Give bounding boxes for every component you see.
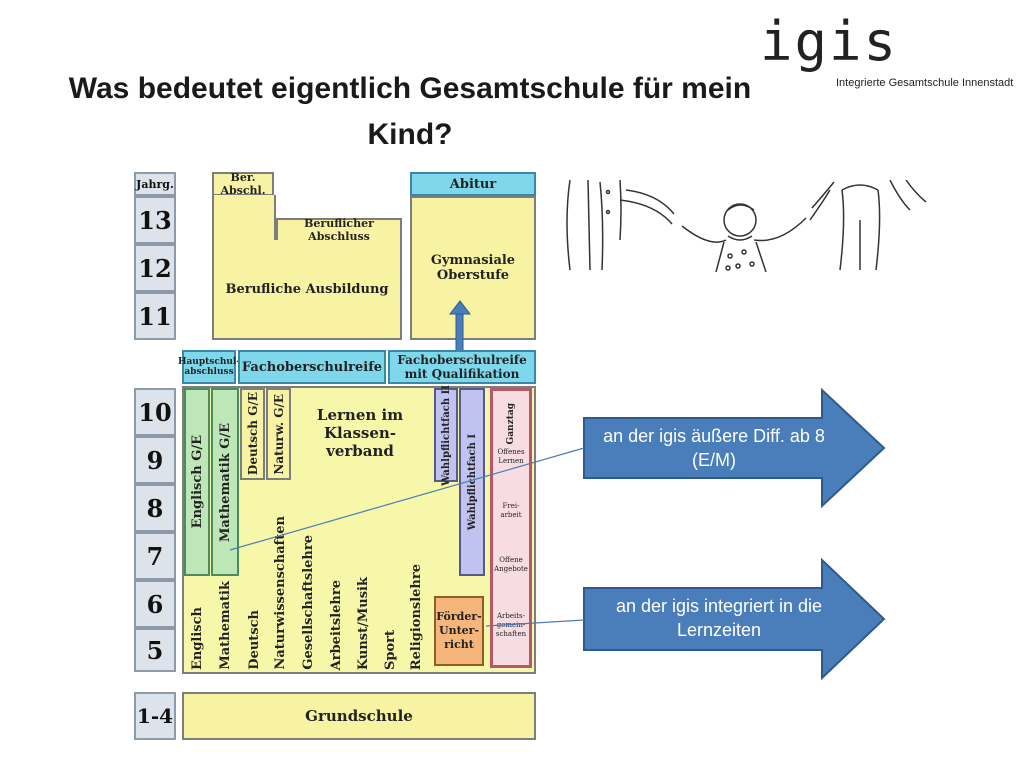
subject-sport: Sport <box>382 629 398 670</box>
callout-1-text: an der igis äußere Diff. ab 8 (E/M) <box>603 426 825 470</box>
lernen-im-klassenverband-label: Lernen im Klassen-verband <box>316 406 404 460</box>
fachoberschulreife-qualifikation-box: Fachoberschulreife mit Qualifikation <box>388 350 536 384</box>
year-5: 5 <box>134 628 176 672</box>
beruflicher-abschluss-box: Beruflicher Abschluss <box>276 217 402 243</box>
berufliche-ausbildung-upper <box>212 195 276 241</box>
subject-arbeitslehre: Arbeitslehre <box>328 579 344 670</box>
freiarbeit-label: Frei-arbeit <box>500 502 522 519</box>
hauptschulabschluss-box: Hauptschul-abschluss <box>178 350 240 384</box>
subject-gesellschaftslehre: Gesellschaftslehre <box>300 535 316 670</box>
slide-title: Was bedeutet eigentlich Gesamtschule für… <box>68 72 752 151</box>
offene-angebote-label: Offene Angebote <box>494 556 528 573</box>
naturw-ge-column: Naturw. G/E <box>266 388 291 480</box>
berufliche-ausbildung-box: Berufliche Ausbildung <box>212 240 402 340</box>
foerderunterricht-box: Förder-Unter-richt <box>434 596 484 666</box>
wahlpflichtfach-2-column: Wahlpflichtfach II <box>434 385 458 485</box>
mathematik-ge-column: Mathematik G/E <box>211 388 239 576</box>
callout-arrow-1 <box>583 388 886 508</box>
year-9: 9 <box>134 436 176 484</box>
abitur-box: Abitur <box>410 172 536 196</box>
callout-2-text: an der igis integriert in die Lernzeiten <box>615 596 823 640</box>
family-illustration <box>566 180 927 272</box>
igis-logo: igis <box>760 10 899 73</box>
wahlpflichtfach-1-column: Wahlpflichtfach I <box>459 388 485 576</box>
arbeitsgemeinschaften-label: Arbeits-gemein-schaften <box>495 612 527 638</box>
subject-religionslehre: Religionslehre <box>408 563 424 670</box>
naturw-ge-label: Naturw. G/E <box>271 393 286 475</box>
subject-deutsch-wrap: Deutsch <box>243 600 265 670</box>
englisch-ge-label: Englisch G/E <box>189 435 205 529</box>
year-7: 7 <box>134 532 176 580</box>
subject-arbeitslehre-wrap: Arbeitslehre <box>325 576 347 670</box>
deutsch-ge-column: Deutsch G/E <box>240 388 265 480</box>
year-header: Jahrg. <box>134 172 176 196</box>
deutsch-ge-label: Deutsch G/E <box>245 392 260 476</box>
englisch-ge-column: Englisch G/E <box>184 388 210 576</box>
grundschule-box: Grundschule <box>182 692 536 740</box>
subject-mathematik: Mathematik <box>217 581 233 670</box>
subject-naturwissenschaften: Naturwissenschaften <box>272 516 288 670</box>
fachoberschulreife-box: Fachoberschulreife <box>238 350 386 384</box>
year-11: 11 <box>134 292 176 340</box>
year-10: 10 <box>134 388 176 436</box>
logo-subtitle: Integrierte Gesamtschule Innenstadt <box>836 77 1014 89</box>
mathematik-ge-label: Mathematik G/E <box>217 422 233 542</box>
up-arrow-icon <box>448 300 472 354</box>
gymnasiale-oberstufe-box: Gymnasiale Oberstufe <box>410 196 536 340</box>
year-8: 8 <box>134 484 176 532</box>
year-6: 6 <box>134 580 176 628</box>
subject-sport-wrap: Sport <box>379 616 401 670</box>
offenes-lernen-label: Offenes Lernen <box>497 448 525 465</box>
subject-gesellschaftslehre-wrap: Gesellschaftslehre <box>297 534 319 670</box>
year-13: 13 <box>134 196 176 244</box>
subject-naturwissenschaften-wrap: Naturwissenschaften <box>269 516 291 670</box>
subject-englisch-wrap: Englisch <box>186 592 208 670</box>
year-12: 12 <box>134 244 176 292</box>
year-1-4: 1-4 <box>134 692 176 740</box>
subject-mathematik-wrap: Mathematik <box>214 578 236 670</box>
ber-abschl-box: Ber. Abschl. <box>212 171 274 197</box>
wahlpflichtfach-2-label: Wahlpflichtfach II <box>440 384 452 486</box>
subject-kunst-musik-wrap: Kunst/Musik <box>352 576 374 670</box>
ganztag-label: Ganztag <box>506 403 516 445</box>
subject-kunst-musik: Kunst/Musik <box>355 576 371 670</box>
ganztag-label-wrap: Ganztag <box>500 398 522 450</box>
subject-deutsch: Deutsch <box>246 610 262 670</box>
callout-arrow-2 <box>583 558 886 680</box>
wahlpflichtfach-1-label: Wahlpflichtfach I <box>466 433 478 531</box>
subject-englisch: Englisch <box>189 606 205 670</box>
subject-religionslehre-wrap: Religionslehre <box>405 563 427 670</box>
